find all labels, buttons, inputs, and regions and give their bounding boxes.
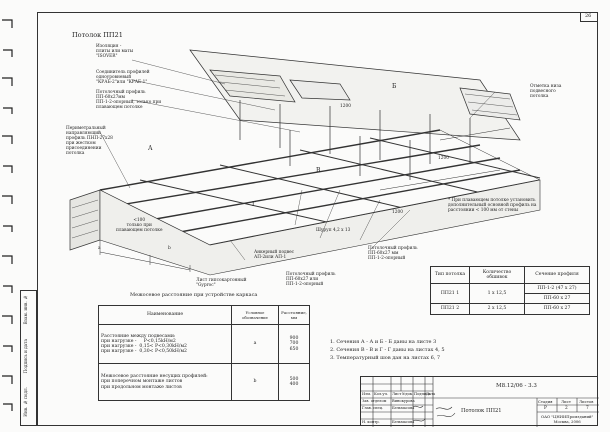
section-mark-v: В [316, 167, 321, 174]
spacing-row1-value: 900 700 650 [278, 324, 310, 364]
tb-stage: Р [544, 406, 547, 411]
table-row: ПП21 1 1 х 12,5 ПП-1-2 (47 х 27) [430, 283, 590, 304]
tb-sheets: 7 [586, 406, 589, 411]
note-2: 2. Сечения В - В и Г - Г даны на листах … [330, 347, 445, 353]
spacing-header-symbol: Условное обозначение [231, 305, 279, 325]
tb-stage-label: Стадия [538, 399, 553, 404]
type-row2-count: 2 х 12,5 [469, 303, 525, 315]
spacing-row1-symbol: a [231, 324, 279, 364]
spacing-row1-name: Расстояние между подвесами: при нагрузке… [98, 324, 232, 364]
side-stamp-sign: Подпись и дата [23, 339, 28, 374]
table-row: Межосевое расстояние несущих профилей: п… [98, 363, 310, 401]
type-row1-type: ПП21 1 [430, 283, 470, 304]
tb-code: М8.12/06 - 3.3 [496, 383, 537, 389]
type-row2-type: ПП21 2 [430, 303, 470, 315]
type-header-section: Сечение профиля [524, 266, 590, 284]
callout-connector: Соединитель профилей одноуровневый "КРАБ… [96, 70, 150, 85]
type-header-type: Тип потолка [430, 266, 470, 284]
drawing-frame [37, 12, 598, 426]
tb-h-izm: Изм. [362, 392, 372, 396]
side-stamp-inv: Инв. № подл. [23, 387, 28, 417]
title-block: Изм. Кол.уч. Лист №док. Подпись Дата Зав… [360, 376, 599, 427]
tb-org: ОАО "ЦНИИПромзданий" Москва, 2006 [541, 414, 594, 424]
type-row1-count: 1 х 12,5 [469, 283, 525, 304]
dim-1200-c: 1200 [340, 104, 351, 109]
tb-person-1: Винокурова [392, 399, 415, 403]
page-number-box: 26 [580, 12, 598, 22]
callout-ceiling-profile: Потолочный профиль ПП-60х27мм ПП-1-2-опо… [96, 90, 162, 110]
dim-1200-a: 1200 [438, 156, 449, 161]
section-mark-a: А [148, 145, 153, 152]
note-1: 1. Сечения А - А и Б - Б даны на листе 3 [330, 339, 437, 345]
tb-person-2: Бельмасова [392, 406, 415, 410]
callout-float-note: * При плавающем потолке установить допол… [448, 198, 537, 213]
tb-h-list: Лист [392, 392, 402, 396]
section-mark-b: Б [392, 83, 397, 90]
dim-1200-b: 1200 [392, 210, 403, 215]
tb-h-podpis: Подпись [414, 392, 431, 396]
tb-role-2: Глав. спец. [362, 406, 384, 410]
spacing-table: Наименование Условное обозначение Рассто… [98, 305, 310, 401]
table-row: ПП21 2 2 х 12,5 ПП-60 х 27 [430, 303, 590, 315]
type-row1-section2: ПП-60 х 27 [524, 293, 590, 304]
tb-sheet-label: Лист [561, 399, 571, 404]
spacing-row2-value: 500 400 [278, 363, 310, 401]
callout-perimeter-profile: Периметральный направляющий профиль ПНП-… [66, 126, 113, 156]
tb-role-4: Н. контр. [362, 420, 380, 424]
type-row1-section1: ПП-1-2 (47 х 27) [524, 283, 590, 294]
tb-h-data: Дата [426, 392, 436, 396]
callout-ceiling-profile-2: Потолочный профиль ПП-60х27 или ПП-1-2-о… [286, 272, 336, 287]
side-stamp: Инв. № подл. Подпись и дата Взам. инв. № [20, 290, 37, 426]
spacing-header-name: Наименование [98, 305, 232, 325]
callout-level-mark: Отметка низа подвесного потолка [530, 84, 562, 99]
table-row: Расстояние между подвесами: при нагрузке… [98, 324, 310, 364]
tb-sheet: 2 [565, 406, 568, 411]
callout-edge-dim: <100 только при плавающем потолке [116, 218, 163, 233]
callout-gypsum-sheet: Лист гипсокартонный "Gyproc" [196, 278, 247, 288]
spacing-header-distance: Расстояние, мм [278, 305, 310, 325]
callout-screw: Шуруп 4,2 х 13 [316, 228, 351, 233]
callout-anchor: Анкерный подвес АП-2или АП-1 [254, 250, 295, 260]
dim-a: a [98, 246, 101, 251]
spacing-row2-name: Межосевое расстояние несущих профилей: п… [98, 363, 232, 401]
tb-name: Потолок ПП21 [461, 408, 502, 414]
spacing-table-caption: Межосевое расстояние при устройстве карк… [130, 292, 258, 298]
spacing-row2-symbol: b [231, 363, 279, 401]
type-table: Тип потолка Количество обшивок Сечение п… [430, 266, 590, 315]
side-stamp-replace: Взам. инв. № [23, 295, 28, 325]
type-row2-section1: ПП-60 х 27 [524, 303, 590, 315]
tb-h-ndok: №док. [402, 392, 414, 396]
ceiling-isometric-drawing [69, 49, 541, 276]
type-header-count: Количество обшивок [469, 266, 525, 284]
tb-role-1: Зав. отделом [362, 399, 387, 403]
table-row: Наименование Условное обозначение Рассто… [98, 305, 310, 325]
table-row: Тип потолка Количество обшивок Сечение п… [430, 266, 590, 284]
tb-sheets-label: Листов [579, 399, 594, 404]
binding-marks [2, 19, 13, 411]
page-number: 26 [585, 13, 592, 19]
tb-person-4: Бельмасова [392, 420, 415, 424]
callout-insulation: Изоляция - плиты или маты "ISOVER" [96, 44, 134, 59]
dim-b: b [168, 246, 171, 251]
tb-h-koluch: Кол.уч. [374, 392, 389, 396]
section-mark-g: Г [252, 201, 256, 208]
note-3: 3. Температурный шов дан на листах 6, 7 [330, 355, 441, 361]
callout-ceiling-profile-3: Потолочный профиль ПП-60х27 мм ПП-1-2-оп… [368, 246, 418, 261]
drawing-title: Потолок ПП21 [72, 31, 123, 39]
